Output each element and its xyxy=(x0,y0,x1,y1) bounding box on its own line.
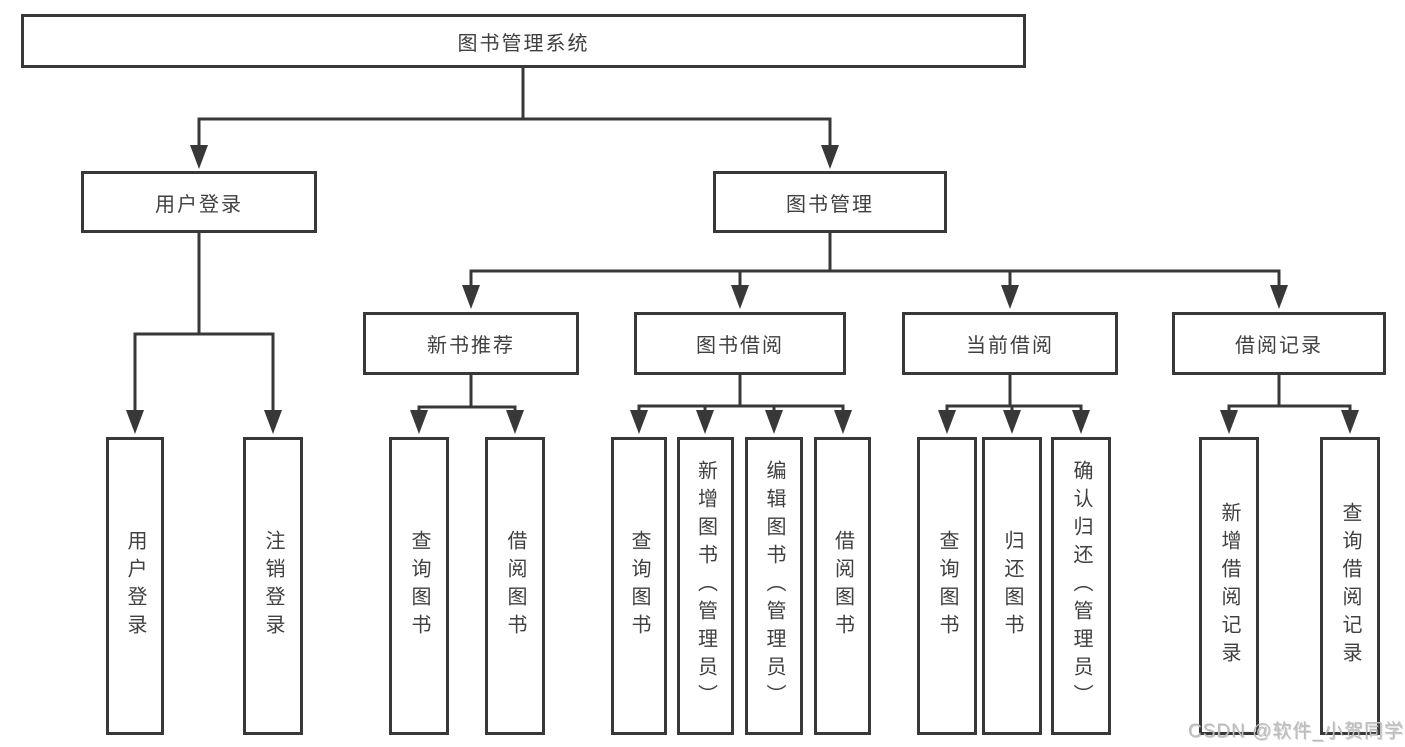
node-edit-books-admin: 编辑图书（管理员） xyxy=(745,437,803,735)
node-label: 查询图书 xyxy=(408,530,430,642)
node-logout: 注销登录 xyxy=(243,437,303,735)
node-label: 新增借阅记录 xyxy=(1218,502,1240,670)
node-book-management-system: 图书管理系统 xyxy=(21,14,1026,68)
node-label: 查询图书 xyxy=(628,530,650,642)
node-label: 归还图书 xyxy=(1001,530,1023,642)
connector-book-management-to-level3 xyxy=(462,231,1288,309)
node-query-books-borrow: 查询图书 xyxy=(611,437,667,735)
node-label: 新增图书（管理员） xyxy=(694,460,717,712)
node-return-books: 归还图书 xyxy=(982,437,1042,735)
node-label: 借阅图书 xyxy=(831,530,854,642)
node-label: 图书借阅 xyxy=(696,335,784,357)
node-label: 借阅图书 xyxy=(504,530,526,642)
node-label: 新书推荐 xyxy=(427,335,515,357)
node-query-books-recommend: 查询图书 xyxy=(389,437,449,735)
node-label: 注销登录 xyxy=(262,530,284,642)
node-label: 图书管理 xyxy=(786,193,874,216)
connector-book-borrow-to-leaves xyxy=(630,373,852,434)
connector-user-login-to-leaves xyxy=(126,231,282,434)
node-query-borrow-record: 查询借阅记录 xyxy=(1320,437,1380,735)
node-label: 查询借阅记录 xyxy=(1339,502,1361,670)
connector-current-borrow-to-leaves xyxy=(938,373,1090,434)
node-confirm-return-admin: 确认归还（管理员） xyxy=(1051,437,1111,735)
node-label: 借阅记录 xyxy=(1235,335,1323,357)
node-user-login: 用户登录 xyxy=(81,171,317,233)
node-borrow-records: 借阅记录 xyxy=(1172,312,1386,375)
connector-new-book-recommend-to-leaves xyxy=(410,373,524,434)
node-book-borrow: 图书借阅 xyxy=(634,312,846,375)
connector-borrow-records-to-leaves xyxy=(1220,373,1359,434)
node-book-management: 图书管理 xyxy=(713,171,947,233)
node-borrow-books-leaf: 借阅图书 xyxy=(814,437,871,735)
node-user-login-leaf: 用户登录 xyxy=(106,437,164,735)
node-add-borrow-record: 新增借阅记录 xyxy=(1199,437,1259,735)
connector-root-to-level2 xyxy=(190,66,839,169)
node-label: 确认归还（管理员） xyxy=(1070,460,1092,712)
csdn-watermark: CSDN @软件_小贺同学 xyxy=(1188,721,1404,742)
node-label: 图书管理系统 xyxy=(457,32,590,55)
node-label: 编辑图书（管理员） xyxy=(763,460,785,712)
node-query-books-current: 查询图书 xyxy=(917,437,977,735)
node-label: 用户登录 xyxy=(124,530,146,642)
node-label: 用户登录 xyxy=(155,193,243,216)
node-new-book-recommend: 新书推荐 xyxy=(363,312,579,375)
node-label: 当前借阅 xyxy=(966,335,1054,357)
node-borrow-books-recommend: 借阅图书 xyxy=(485,437,545,735)
node-label: 查询图书 xyxy=(936,530,958,642)
node-current-borrow: 当前借阅 xyxy=(902,312,1118,375)
node-add-books-admin: 新增图书（管理员） xyxy=(677,437,734,735)
